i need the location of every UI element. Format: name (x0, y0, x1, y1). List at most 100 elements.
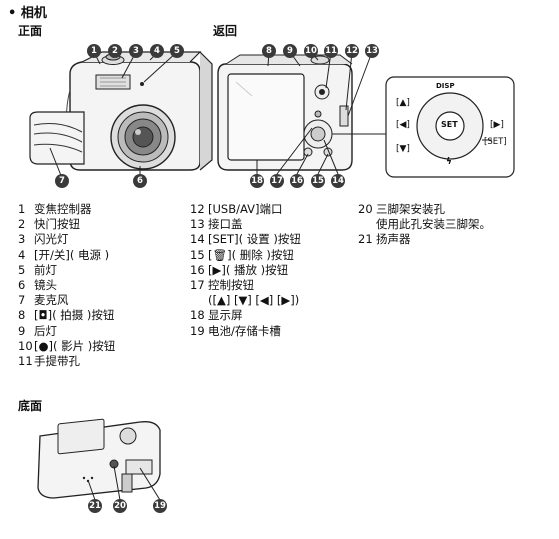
legend-text: [◘]( 拍摄 )按钮 (34, 308, 115, 323)
legend-text: [开/关]( 电源 ) (34, 247, 110, 262)
callout-5: 5 (170, 44, 184, 58)
legend-text: 电池/存储卡槽 (208, 323, 281, 338)
legend-text: 接口盖 (208, 217, 243, 232)
callout-16: 16 (290, 174, 304, 188)
legend-num: 9 (18, 323, 26, 338)
callout-6: 6 (133, 174, 147, 188)
callout-4: 4 (150, 44, 164, 58)
legend-num: 16 (190, 262, 205, 277)
callout-20: 20 (113, 499, 127, 513)
legend-num: 7 (18, 293, 26, 308)
legend-num: 21 (358, 232, 373, 247)
legend-text: 麦克风 (34, 293, 69, 308)
legend-text: [USB/AV]端口 (208, 202, 283, 216)
legend-num: 19 (190, 323, 205, 338)
legend-item: 2 快门按钮 (18, 217, 115, 232)
dpad-down-label: [▼] (396, 144, 410, 154)
dpad-flash-label: ϟ (446, 157, 452, 167)
callout-13: 13 (365, 44, 379, 58)
legend-num: 4 (18, 247, 26, 262)
legend-text: 控制按钮 (208, 278, 254, 293)
legend-text: [🗑]( 删除 )按钮 (208, 247, 294, 262)
legend-item: 7 麦克风 (18, 293, 115, 308)
legend-text: 闪光灯 (34, 232, 69, 247)
legend-text: 显示屏 (208, 308, 243, 323)
dpad-set-label: SET (441, 120, 458, 129)
legend-text: 扬声器 (376, 232, 411, 247)
legend-num: 20 (358, 202, 373, 216)
legend-num: 15 (190, 247, 205, 262)
callout-17: 17 (270, 174, 284, 188)
callout-12: 12 (345, 44, 359, 58)
legend-item: 6 镜头 (18, 278, 115, 293)
legend-text: [SET]( 设置 )按钮 (208, 232, 301, 247)
legend-item: 16[▶]( 播放 )按钮 (190, 263, 301, 278)
front-view-label: 正面 (18, 24, 43, 38)
dpad-left-label: [◀] (396, 120, 410, 130)
legend-text: 使用此孔安装三脚架。 (376, 217, 491, 232)
legend-text: 变焦控制器 (34, 202, 92, 216)
legend-num: 18 (190, 308, 205, 323)
legend-num: 12 (190, 202, 205, 216)
legend-text: 快门按钮 (34, 217, 80, 232)
callout-1: 1 (87, 44, 101, 58)
legend-text: 三脚架安装孔 (376, 202, 445, 216)
dpad-right-label: [▶] (490, 120, 504, 130)
legend-text: [●]( 影片 )按钮 (34, 338, 116, 353)
legend-text: ([▲] [▼] [◀] [▶]) (208, 293, 300, 308)
callout-19: 19 (153, 499, 167, 513)
legend-item: 4 [开/关]( 电源 ) (18, 248, 115, 263)
legend-text: [▶]( 播放 )按钮 (208, 262, 289, 277)
callout-2: 2 (108, 44, 122, 58)
legend-item: 8 [◘]( 拍摄 )按钮 (18, 308, 115, 323)
legend-num: 11 (18, 354, 33, 369)
legend-num: 17 (190, 278, 205, 293)
legend-item: 14[SET]( 设置 )按钮 (190, 232, 301, 247)
callout-21: 21 (88, 499, 102, 513)
legend-item: 1 变焦控制器 (18, 202, 115, 217)
dpad-set-bracket-label: [SET] (484, 137, 507, 147)
callout-7: 7 (55, 174, 69, 188)
legend-item-continuation: 使用此孔安装三脚架。 (358, 217, 491, 232)
dpad-disp-label: DISP (436, 82, 455, 90)
legend-num: 13 (190, 217, 205, 232)
legend-num: 1 (18, 202, 26, 216)
legend-num: 2 (18, 217, 26, 232)
legend-text: 后灯 (34, 323, 57, 338)
legend-item: 9 后灯 (18, 324, 115, 339)
callout-3: 3 (129, 44, 143, 58)
legend-text: 手提带孔 (34, 354, 80, 369)
legend-text: 前灯 (34, 262, 57, 277)
legend-item-continuation: ([▲] [▼] [◀] [▶]) (190, 293, 301, 308)
dpad-up-label: [▲] (396, 98, 410, 108)
callout-8: 8 (262, 44, 276, 58)
callout-18: 18 (250, 174, 264, 188)
legend-num: 14 (190, 232, 205, 247)
legend-num: 8 (18, 308, 26, 323)
bottom-view-label: 底面 (18, 399, 43, 413)
callout-10: 10 (304, 44, 318, 58)
page-title: • 相机 (8, 6, 47, 21)
legend-text: 镜头 (34, 278, 57, 293)
callout-14: 14 (331, 174, 345, 188)
legend-num: 3 (18, 232, 26, 247)
legend-num: 10 (18, 338, 33, 353)
back-view-label: 返回 (213, 24, 238, 38)
legend-item: 10[●]( 影片 )按钮 (18, 339, 115, 354)
legend-num: 6 (18, 278, 26, 293)
callout-15: 15 (311, 174, 325, 188)
callout-11: 11 (324, 44, 338, 58)
